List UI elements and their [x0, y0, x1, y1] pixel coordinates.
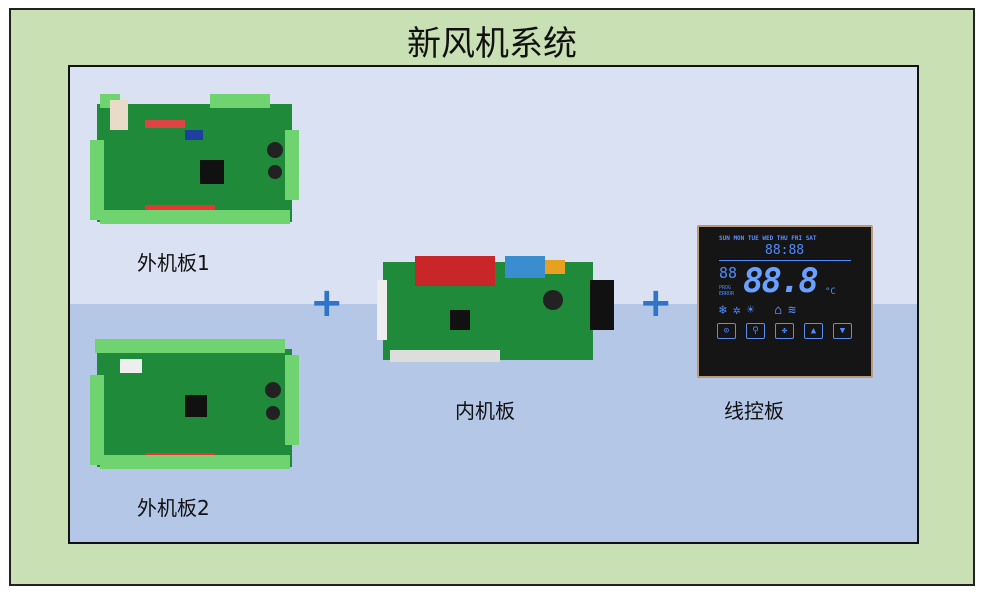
controller-divider	[719, 260, 851, 261]
controller-days: SUN MON TUE WED THU FRI SAT	[719, 235, 817, 242]
plus-icon: +	[310, 280, 344, 326]
outdoor-board-2-image	[90, 339, 299, 469]
power-mode-button: ⊙	[717, 323, 736, 339]
controller-temperature: 88.8	[743, 261, 819, 301]
plus-icon: +	[639, 280, 673, 326]
outdoor-board-1-label: 外机板1	[137, 251, 210, 275]
outdoor-board-2-label: 外机板2	[137, 496, 210, 520]
controller-small-digits: 88	[719, 264, 738, 282]
prog-text: PROG	[719, 285, 732, 291]
search-button: ⚲	[746, 323, 765, 339]
controller-unit: °C	[825, 287, 836, 297]
down-button: ▼	[833, 323, 852, 339]
wired-controller-label: 线控板	[724, 399, 784, 423]
controller-clock: 88:88	[765, 243, 805, 258]
indoor-board-label: 内机板	[455, 399, 515, 423]
fan-button: ✤	[775, 323, 794, 339]
controller-buttons: ⊙ ⚲ ✤ ▲ ▼	[717, 323, 852, 339]
error-text: ERROR	[719, 291, 735, 297]
outdoor-board-1-image	[90, 94, 299, 224]
indoor-board-image	[377, 256, 614, 362]
up-button: ▲	[804, 323, 823, 339]
system-title: 新风机系统	[407, 24, 577, 64]
wired-controller-image: SUN MON TUE WED THU FRI SAT 88:88 88 88.…	[697, 225, 873, 378]
controller-mode-icons: ❄✲☀ ⌂≋	[719, 303, 802, 318]
